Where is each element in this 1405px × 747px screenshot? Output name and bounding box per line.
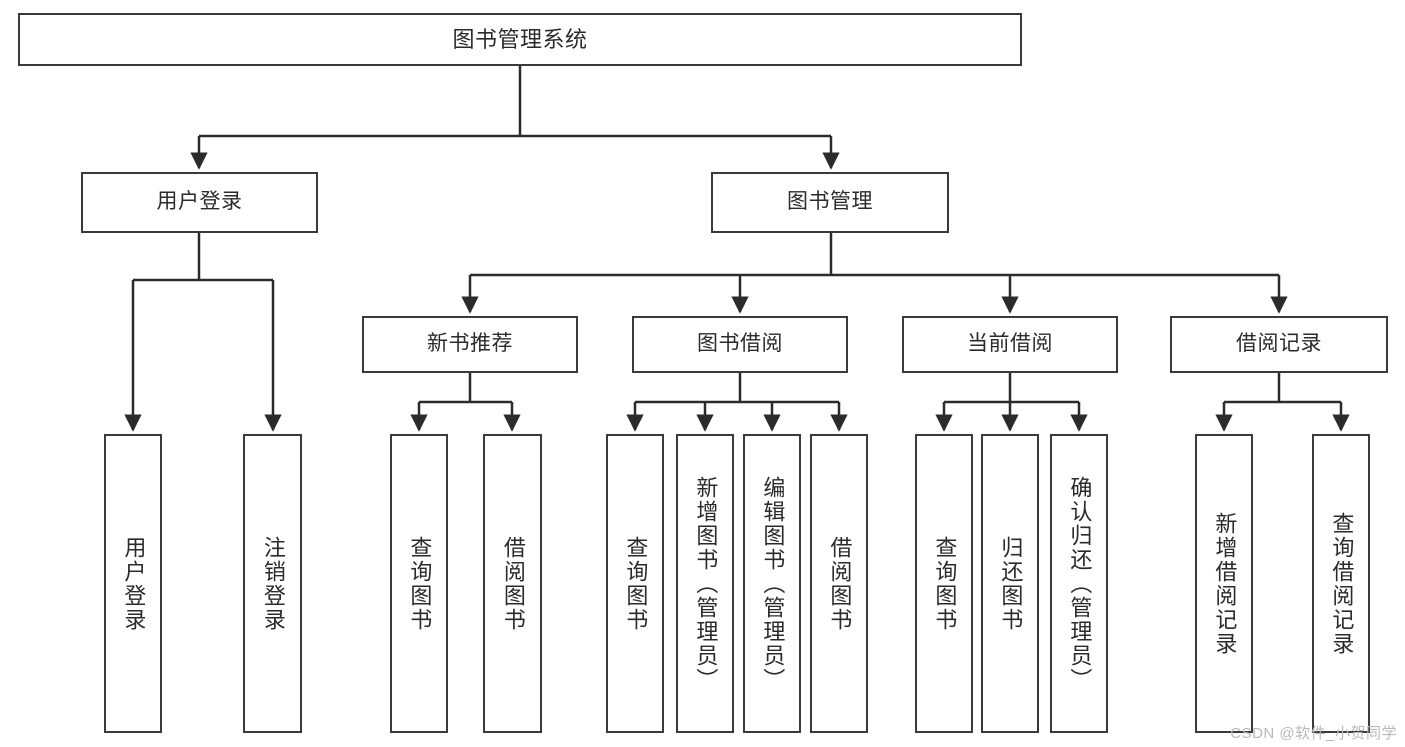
node-book-management[interactable]: 图书管理 [711, 172, 949, 233]
node-leaf-add-borrow-record[interactable]: 新增借阅记录 [1195, 434, 1253, 733]
node-label: 查询借阅记录 [1329, 511, 1355, 656]
csdn-watermark: CSDN @软件_小贺同学 [1230, 725, 1397, 742]
node-label: 图书借阅 [697, 332, 783, 356]
node-leaf-query-book-current[interactable]: 查询图书 [915, 434, 973, 733]
node-label: 归还图书 [998, 535, 1024, 632]
node-label: 当前借阅 [967, 332, 1053, 356]
node-leaf-query-borrow-record[interactable]: 查询借阅记录 [1312, 434, 1370, 733]
node-label: 确认归还（管理员） [1067, 475, 1093, 692]
node-label: 查询图书 [407, 535, 433, 632]
node-label: 借阅记录 [1236, 332, 1322, 356]
node-root-book-management-system[interactable]: 图书管理系统 [18, 13, 1022, 66]
node-label: 查询图书 [623, 535, 649, 632]
node-leaf-confirm-return-admin[interactable]: 确认归还（管理员） [1050, 434, 1108, 733]
node-leaf-logout[interactable]: 注销登录 [243, 434, 302, 733]
node-new-book-recommend[interactable]: 新书推荐 [362, 316, 578, 373]
node-label: 图书管理系统 [452, 26, 588, 52]
node-label: 用户登录 [121, 535, 147, 632]
node-leaf-user-login[interactable]: 用户登录 [104, 434, 162, 733]
node-label: 新增图书（管理员） [693, 475, 719, 692]
node-label: 新增借阅记录 [1212, 511, 1238, 656]
node-leaf-query-book-newbook[interactable]: 查询图书 [390, 434, 448, 733]
node-label: 注销登录 [260, 535, 286, 632]
node-leaf-add-book-admin[interactable]: 新增图书（管理员） [676, 434, 734, 733]
node-book-borrow[interactable]: 图书借阅 [632, 316, 848, 373]
node-leaf-edit-book-admin[interactable]: 编辑图书（管理员） [743, 434, 801, 733]
node-label: 借阅图书 [500, 535, 526, 632]
node-leaf-return-book[interactable]: 归还图书 [981, 434, 1039, 733]
node-label: 用户登录 [156, 190, 243, 214]
node-user-login[interactable]: 用户登录 [81, 172, 318, 233]
node-label: 新书推荐 [427, 332, 513, 356]
node-leaf-borrow-book-newbook[interactable]: 借阅图书 [483, 434, 542, 733]
node-label: 编辑图书（管理员） [760, 475, 786, 692]
node-current-borrow[interactable]: 当前借阅 [902, 316, 1118, 373]
node-borrow-record[interactable]: 借阅记录 [1170, 316, 1388, 373]
node-leaf-query-book-borrow[interactable]: 查询图书 [606, 434, 664, 733]
node-leaf-borrow-book[interactable]: 借阅图书 [810, 434, 868, 733]
node-label: 图书管理 [787, 190, 873, 214]
node-label: 借阅图书 [827, 535, 853, 632]
node-label: 查询图书 [932, 535, 958, 632]
